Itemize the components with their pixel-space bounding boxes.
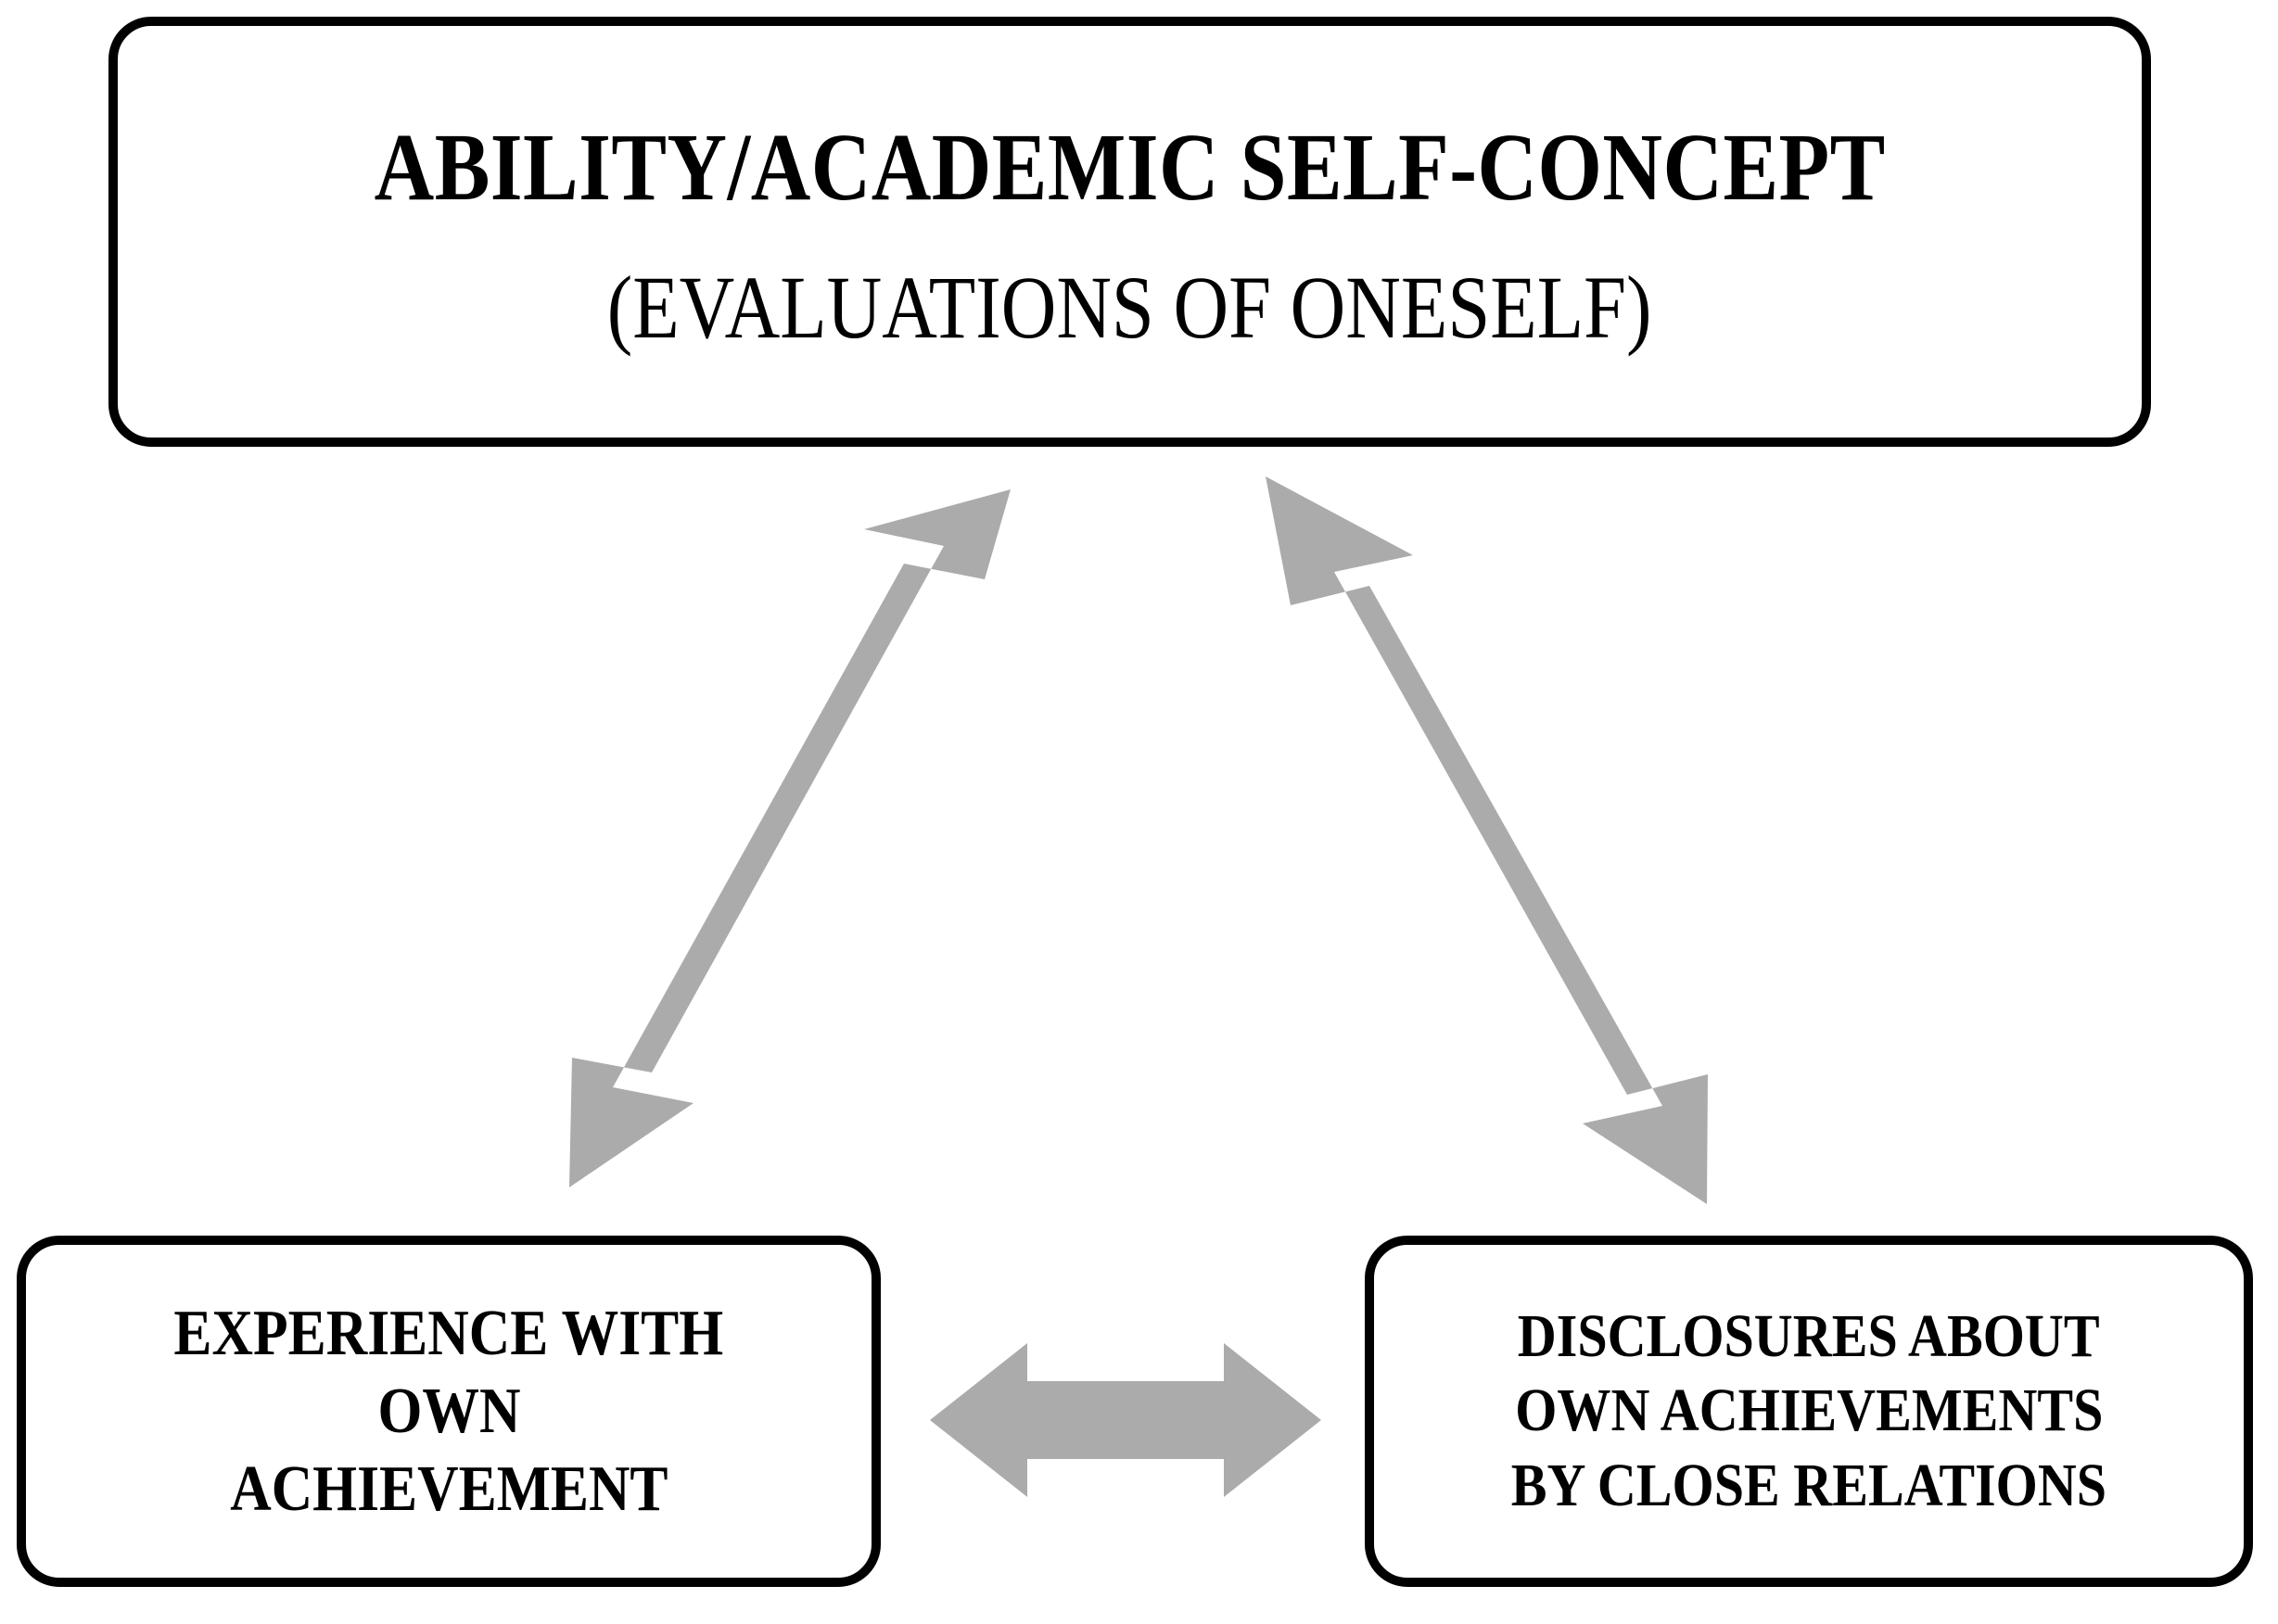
experience-label-line-3: ACHIEVEMENT [229,1453,668,1525]
disclosures-label-line-2: OWN ACHIEVEMENTS [1514,1377,2104,1445]
disclosures-label-line-3: BY CLOSE RELATIONS [1510,1451,2107,1519]
arrow-disclosures-to-self-concept [1266,476,1708,1204]
experience-label-line-1: EXPERIENCE WITH [173,1297,724,1369]
experience-label-line-2: OWN [377,1375,520,1447]
disclosures-label-line-1: DISCLOSURES ABOUT [1518,1301,2100,1370]
arrow-experience-to-self-concept [569,489,1011,1187]
node-ability-academic-self-concept[interactable]: ABILITY/ACADEMIC SELF-CONCEPT (EVALUATIO… [108,17,2151,447]
node-experience-with-own-achievement[interactable]: EXPERIENCE WITH OWN ACHIEVEMENT [17,1236,881,1587]
arrow-experience-to-disclosures [930,1343,1321,1497]
self-concept-subtitle: (EVALUATIONS OF ONESELF) [607,258,1652,358]
self-concept-title: ABILITY/ACADEMIC SELF-CONCEPT [374,114,1886,222]
node-disclosures-about-own-achievements[interactable]: DISCLOSURES ABOUT OWN ACHIEVEMENTS BY CL… [1365,1236,2253,1587]
